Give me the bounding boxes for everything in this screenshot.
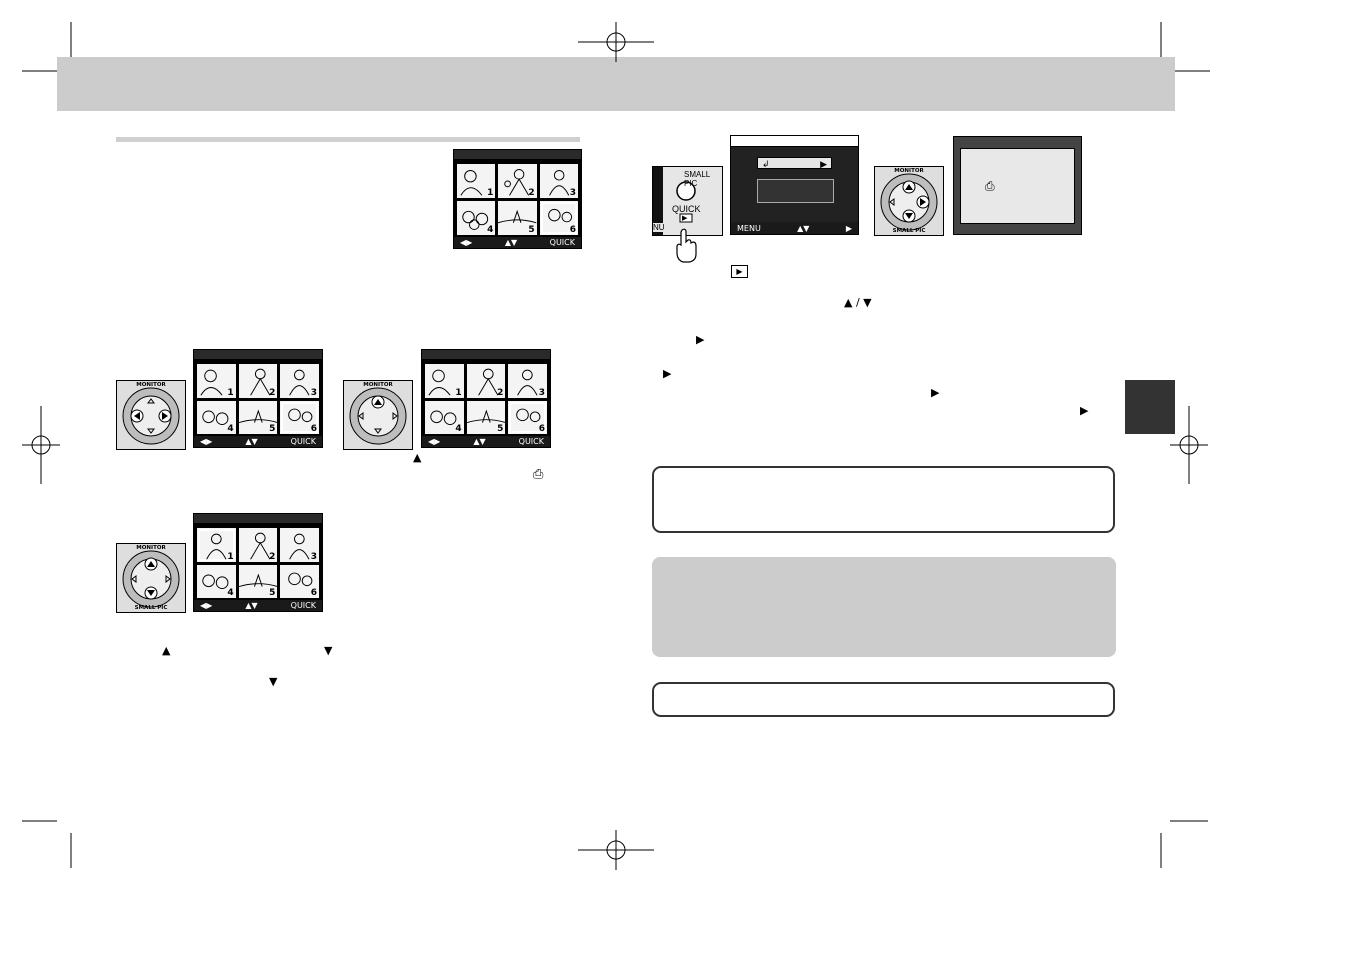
- print-order-icon: ⎙: [533, 466, 544, 481]
- thumbnail-screen-1: 1 2 3 4 5 6 ◀▶▲▼QUICK: [453, 149, 582, 249]
- up-arrow-icon: ▲: [162, 644, 171, 657]
- quick-label: QUICK: [672, 204, 701, 214]
- playback-button-icon: ▶: [731, 265, 748, 278]
- right-arrow-icon: ▶: [696, 333, 705, 346]
- thumbnail-5: 5: [498, 201, 537, 235]
- menu-button-label: MENU: [737, 223, 761, 233]
- print-order-icon: ⎙: [985, 179, 995, 193]
- right-arrow-icon: ▶: [931, 386, 940, 399]
- down-arrow-icon: ▼: [269, 675, 278, 688]
- reference-box: [652, 682, 1115, 717]
- up-arrow-icon: ▲: [413, 451, 422, 464]
- multi-selector-up: MONITOR: [343, 380, 413, 450]
- camera-back-illustration: SMALL PIC QUICK ▶ NU: [652, 166, 723, 236]
- dpad-monitor-label: MONITOR: [136, 382, 166, 388]
- monitor-screen: ⎙: [953, 136, 1082, 235]
- chapter-tab: [1125, 380, 1175, 434]
- multi-selector-left-right: MONITOR: [116, 380, 186, 450]
- down-arrow-icon: ▼: [324, 644, 333, 657]
- thumbnail-screen-4: 1 2 3 4 5 6 ◀▶▲▼QUICK: [193, 513, 323, 612]
- multi-selector-up-down: MONITOR SMALL PIC: [116, 543, 186, 613]
- header-band: [57, 57, 1175, 111]
- up-down-arrows-icon: ▲ / ▼: [844, 296, 872, 309]
- right-arrow-icon: ▶: [1080, 404, 1089, 417]
- section-rule: [116, 137, 580, 142]
- info-box: [652, 557, 1116, 657]
- thumbnail-4: 4: [457, 201, 496, 235]
- play-icon: ▶: [682, 215, 688, 222]
- thumbnail-3: 3: [539, 164, 578, 198]
- multi-selector-up-down-right: MONITOR SMALL PIC: [874, 166, 944, 236]
- thumbnail-6: 6: [539, 201, 578, 235]
- lcd-quick-label: QUICK: [549, 238, 575, 247]
- note-box: [652, 466, 1115, 533]
- menu-label: NU: [653, 223, 665, 232]
- print-set-menu-screen: ↲▶ MENU▲▼▶: [730, 135, 859, 235]
- thumbnail-1: 1: [457, 164, 496, 198]
- small-pic-label: SMALL PIC: [684, 170, 710, 188]
- thumbnail-screen-2: 1 2 3 4 5 6 ◀▶▲▼QUICK: [193, 349, 323, 448]
- thumbnail-2: 2: [498, 164, 537, 198]
- right-arrow-icon: ▶: [663, 367, 672, 380]
- thumbnail-screen-3: 1 2 3 4 5 6 ◀▶▲▼QUICK: [421, 349, 551, 448]
- pointing-hand-icon: [676, 228, 697, 263]
